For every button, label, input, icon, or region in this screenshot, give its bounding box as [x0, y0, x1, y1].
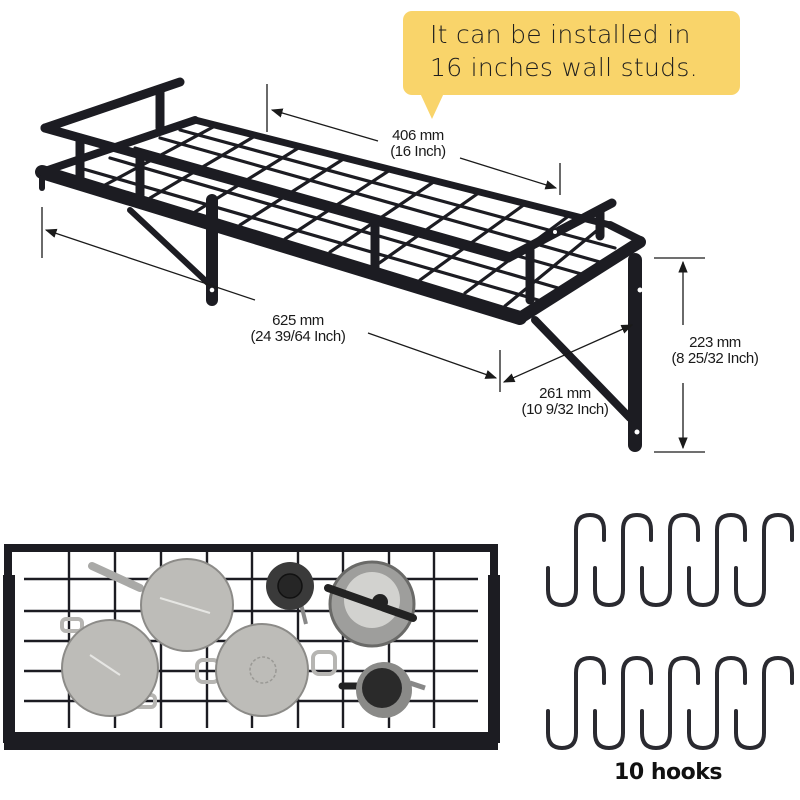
casserole-pot	[195, 623, 337, 717]
dim-height-metric: 223 mm	[689, 334, 741, 351]
dim-stud-spacing-imperial: (16 Inch)	[390, 143, 446, 160]
dim-length-metric: 625 mm	[272, 312, 324, 329]
stock-pot	[60, 617, 159, 717]
callout-bubble-tail	[420, 93, 444, 119]
dim-length-imperial: (24 39/64 Inch)	[250, 328, 346, 345]
dim-depth: 261 mm (10 9/32 Inch)	[500, 386, 630, 418]
dim-height-imperial: (8 25/32 Inch)	[671, 350, 759, 367]
dim-stud-spacing-metric: 406 mm	[392, 127, 444, 144]
dim-depth-metric: 261 mm	[539, 385, 591, 402]
dim-stud-spacing: 406 mm (16 Inch)	[368, 128, 468, 160]
dim-height: 223 mm (8 25/32 Inch)	[650, 335, 780, 367]
dim-length: 625 mm (24 39/64 Inch)	[228, 313, 368, 345]
frying-pan	[88, 558, 234, 652]
callout-line-2: 16 inches wall studs.	[430, 53, 698, 82]
dim-depth-imperial: (10 9/32 Inch)	[521, 401, 609, 418]
bracket-screw-holes	[209, 146, 643, 435]
rack-top-view	[3, 544, 500, 750]
small-jug	[266, 562, 314, 625]
callout-text: It can be installed in 16 inches wall st…	[430, 18, 740, 84]
dimension-lines	[41, 84, 705, 453]
hooks-count-label: 10 hooks	[614, 760, 722, 785]
kettle	[324, 560, 417, 648]
rack-3d	[35, 77, 646, 452]
coffee-pot	[338, 662, 426, 718]
callout-line-1: It can be installed in	[430, 20, 691, 49]
callout-bubble	[403, 11, 740, 95]
s-hooks	[546, 512, 794, 751]
